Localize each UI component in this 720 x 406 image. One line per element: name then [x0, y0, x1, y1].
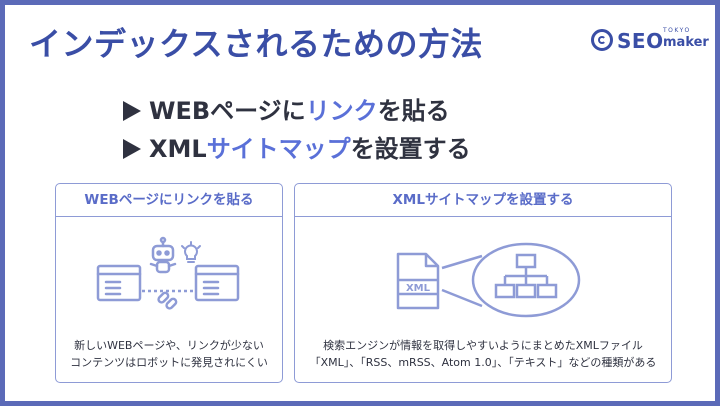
robot-icon	[149, 236, 177, 274]
card-sitemap-description: 検索エンジンが情報を取得しやすいようにまとめたXMLファイル 「XML」、「RS…	[295, 337, 671, 371]
logo-maker-text: maker	[663, 35, 709, 50]
bullet-sitemap-suffix: を設置する	[350, 135, 471, 163]
chain-link-icon	[157, 291, 178, 310]
zoom-line-bottom	[441, 288, 483, 308]
bullet-link-prefix: WEBページに	[149, 97, 306, 125]
bullet-sitemap-highlight: サイトマップ	[206, 135, 351, 163]
bullet-sitemap: XMLサイトマップを設置する	[123, 129, 471, 164]
zoom-line-top	[441, 254, 483, 270]
logo-seo-text: SEO	[617, 29, 664, 53]
bullet-sitemap-prefix: XML	[149, 135, 207, 163]
card-sitemap-line2: 「XML」、「RSS、mRSS、Atom 1.0」、「テキスト」などの種類がある	[309, 356, 657, 369]
link-illustration	[96, 236, 240, 310]
xml-file-icon	[396, 252, 440, 310]
card-link: WEBページにリンクを貼る	[55, 183, 283, 383]
card-link-line1: 新しいWEBページや、リンクが少ない	[74, 339, 264, 352]
card-sitemap: XMLサイトマップを設置する XML	[294, 183, 672, 383]
card-link-description: 新しいWEBページや、リンクが少ない コンテンツはロボットに発見されにくい	[56, 337, 282, 371]
card-sitemap-line1: 検索エンジンが情報を取得しやすいようにまとめたXMLファイル	[323, 339, 643, 352]
webpage-right-icon	[194, 264, 240, 302]
logo-mark-icon	[591, 29, 613, 51]
triangle-icon	[123, 139, 141, 159]
card-sitemap-title: XMLサイトマップを設置する	[295, 184, 671, 217]
seo-maker-logo: SEO TOKYO maker	[591, 25, 709, 59]
logo-tokyo-text: TOKYO	[663, 27, 691, 34]
bullet-link-suffix: を貼る	[377, 97, 450, 125]
xml-file-label: XML	[406, 283, 431, 294]
sitemap-illustration: XML	[396, 242, 581, 318]
card-link-line2: コンテンツはロボットに発見されにくい	[70, 356, 268, 369]
light-bulb-icon	[181, 241, 201, 263]
card-link-title: WEBページにリンクを貼る	[56, 184, 282, 217]
zoom-ellipse	[471, 242, 581, 318]
sitemap-tree-icon	[494, 253, 558, 299]
bullet-link-highlight: リンク	[305, 97, 378, 125]
webpage-left-icon	[96, 264, 142, 302]
page-title: インデックスされるための方法	[29, 25, 484, 63]
triangle-icon	[123, 101, 141, 121]
bullet-link: WEBページにリンクを貼る	[123, 91, 450, 126]
